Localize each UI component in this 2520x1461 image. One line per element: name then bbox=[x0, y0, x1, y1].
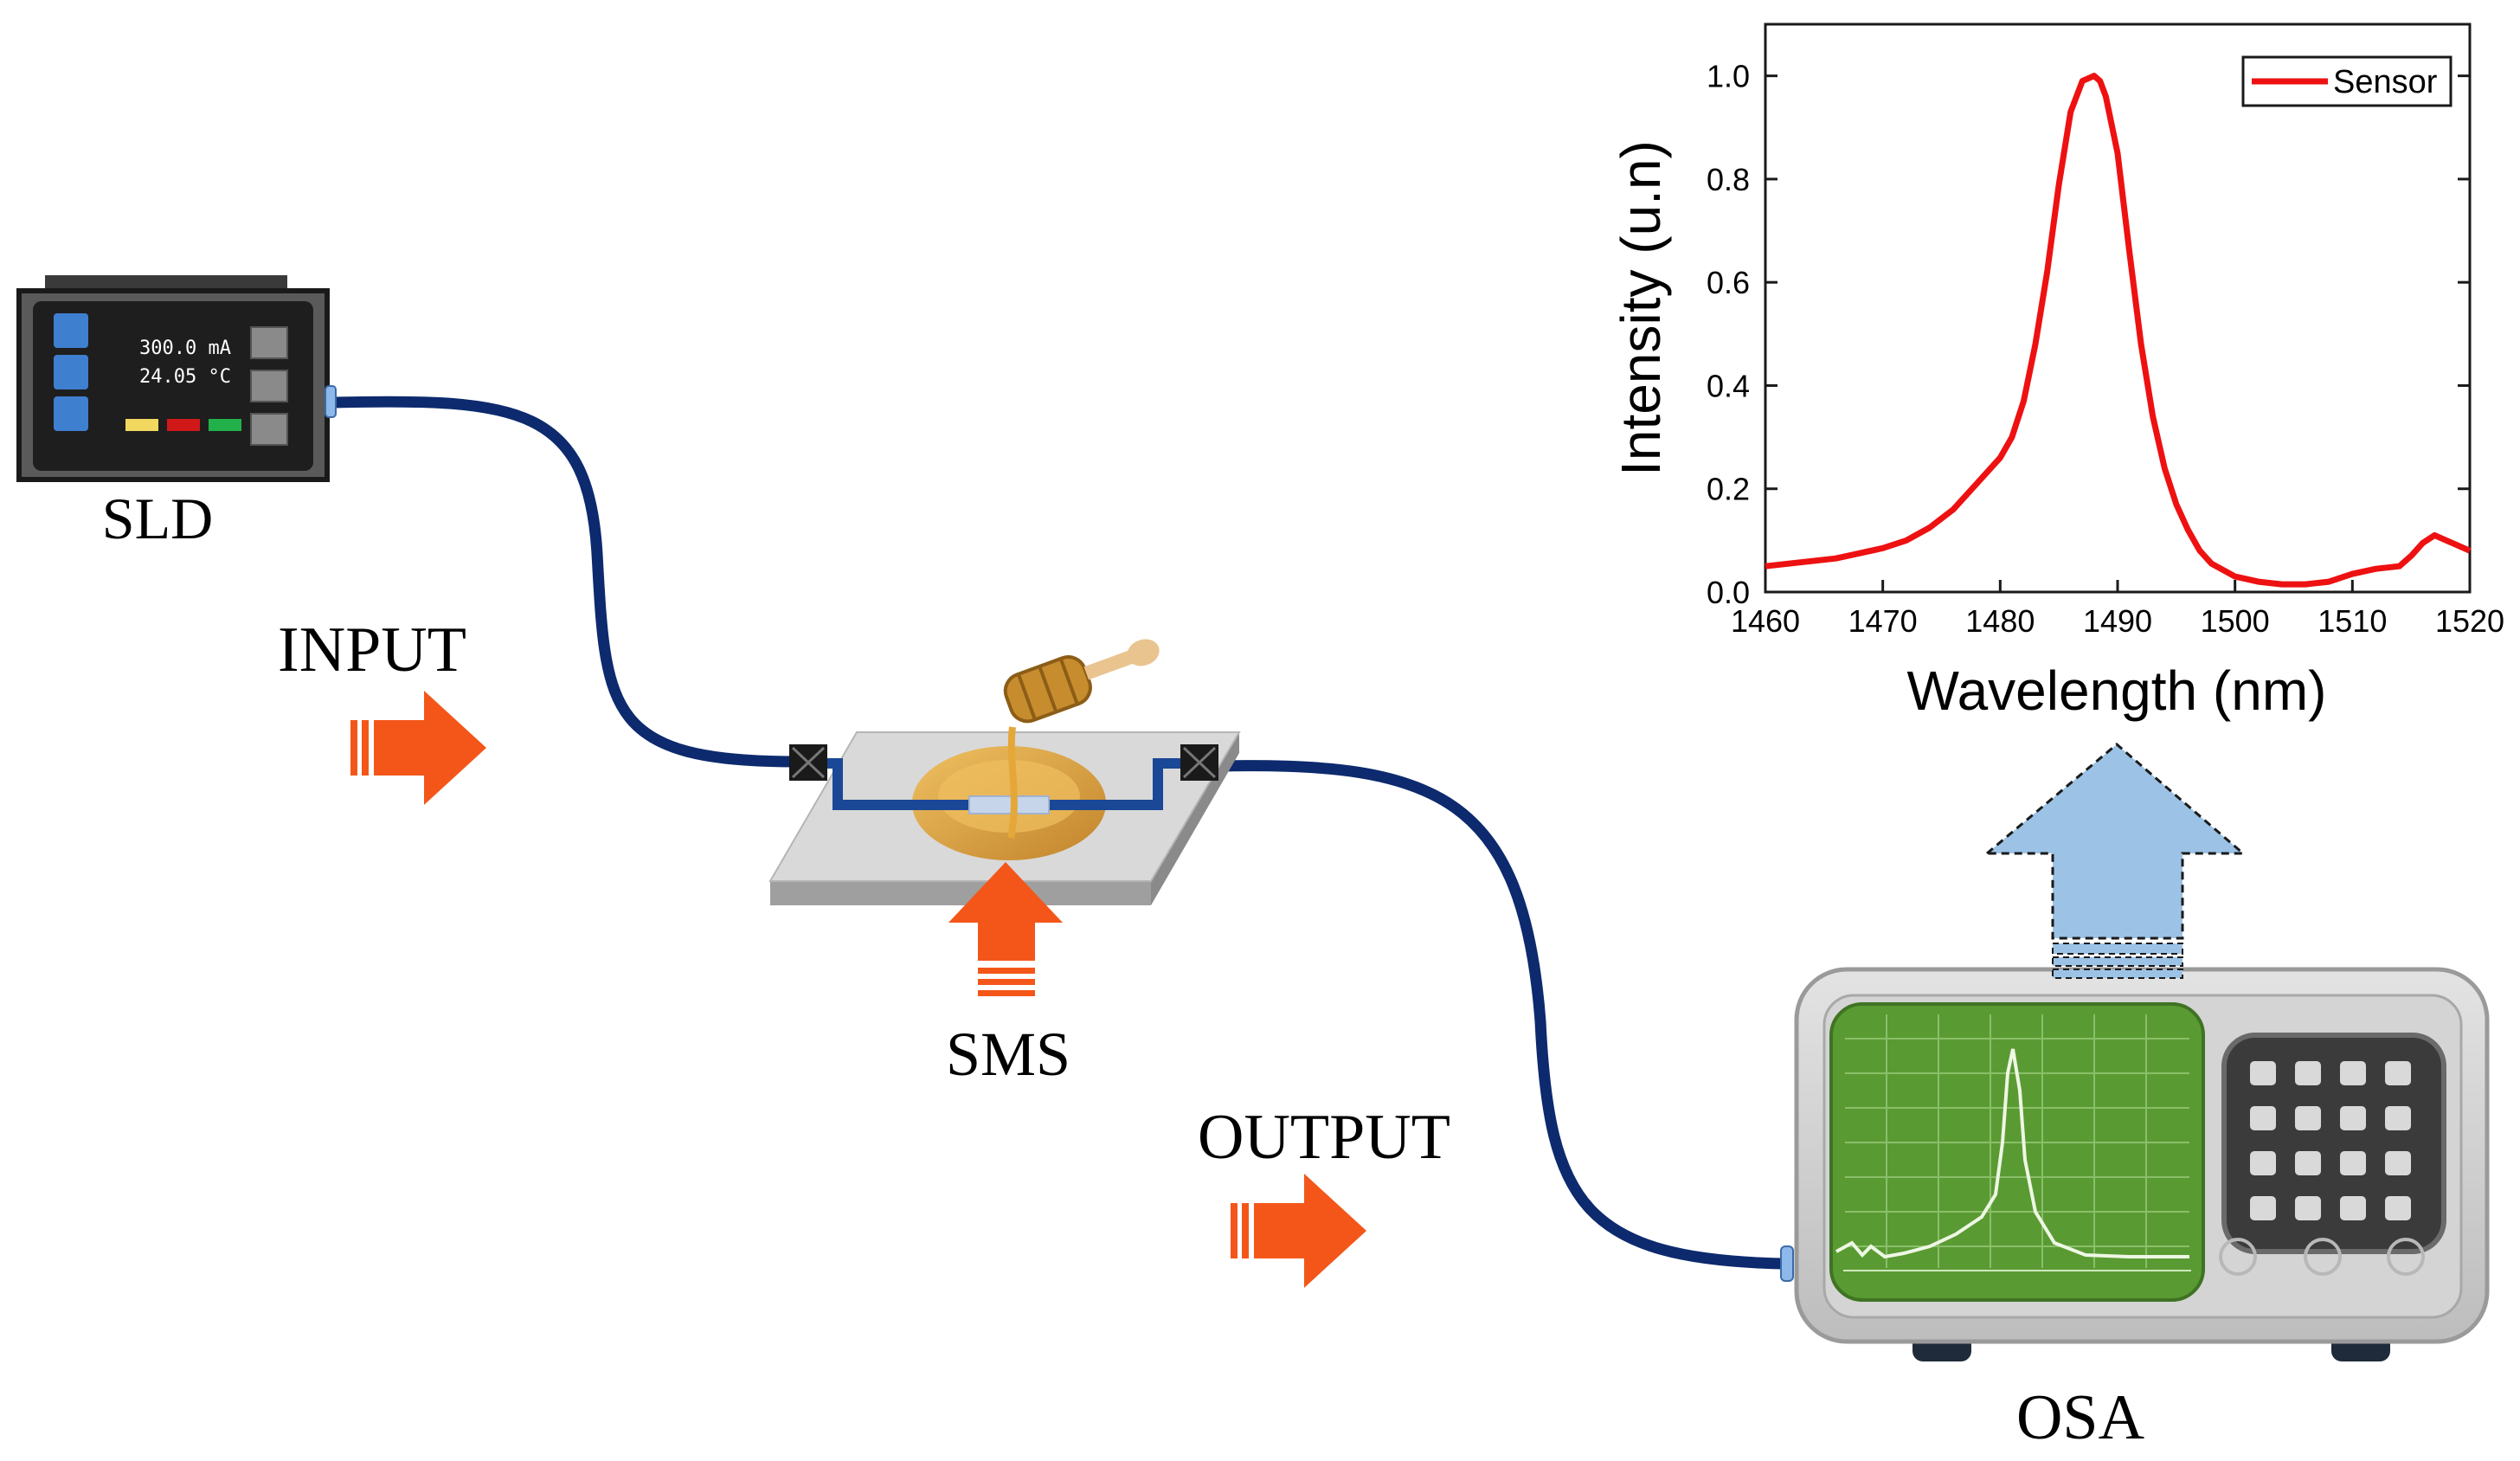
osa-device bbox=[1780, 967, 2490, 1361]
y-tick-label: 0.0 bbox=[1707, 575, 1750, 610]
osa-keypad bbox=[2250, 1061, 2411, 1220]
left-connector bbox=[789, 744, 827, 781]
sms-sensor bbox=[768, 639, 1241, 905]
y-axis-label: Intensity (u.n) bbox=[1610, 140, 1672, 476]
plot-frame bbox=[1764, 23, 2472, 594]
input-label: INPUT bbox=[278, 615, 466, 685]
y-tick-label: 1.0 bbox=[1707, 59, 1750, 94]
right-connector bbox=[1180, 744, 1218, 781]
x-tick-label: 1480 bbox=[1965, 603, 2035, 639]
output-label: OUTPUT bbox=[1198, 1102, 1450, 1173]
axis-ticks: 1460 1470 1480 1490 1500 1510 1520 0.0 0.2 0.4 0.6… bbox=[1707, 59, 2504, 639]
sld-label: SLD bbox=[102, 486, 213, 551]
x-tick-label: 1470 bbox=[1848, 603, 1918, 639]
optical-fiber bbox=[327, 396, 1789, 1270]
legend-label-sensor: Sensor bbox=[2333, 64, 2438, 100]
sld-current-readout: 300.0 mA bbox=[139, 338, 231, 359]
y-tick-label: 0.8 bbox=[1707, 162, 1750, 197]
input-arrow bbox=[350, 691, 486, 805]
osa-label: OSA bbox=[2016, 1382, 2144, 1453]
x-tick-label: 1460 bbox=[1731, 603, 1800, 639]
osa-screen-trace bbox=[1835, 1048, 2189, 1259]
output-arrow bbox=[1231, 1174, 1366, 1288]
x-axis-label: Wavelength (nm) bbox=[1907, 660, 2327, 722]
x-tick-label: 1500 bbox=[2201, 603, 2270, 639]
sld-temperature-readout: 24.05 °C bbox=[139, 366, 231, 388]
sld-device: 300.0 mA 24.05 °C bbox=[16, 275, 337, 482]
y-tick-label: 0.4 bbox=[1707, 368, 1750, 403]
x-tick-label: 1520 bbox=[2435, 603, 2504, 639]
sms-arrow bbox=[948, 862, 1063, 996]
y-tick-label: 0.6 bbox=[1707, 265, 1750, 300]
y-tick-label: 0.2 bbox=[1707, 472, 1750, 507]
x-tick-label: 1510 bbox=[2318, 603, 2387, 639]
data-transfer-arrow bbox=[1983, 743, 2247, 979]
sms-label: SMS bbox=[946, 1020, 1070, 1089]
series-line-sensor bbox=[1765, 73, 2472, 588]
x-tick-label: 1490 bbox=[2083, 603, 2152, 639]
spectrum-chart: 1460 1470 1480 1490 1500 1510 1520 0.0 0.2 0.4 0.6… bbox=[1610, 23, 2504, 722]
chart-legend: Sensor bbox=[2241, 55, 2452, 107]
osa-screen-grid bbox=[1845, 1014, 2189, 1268]
